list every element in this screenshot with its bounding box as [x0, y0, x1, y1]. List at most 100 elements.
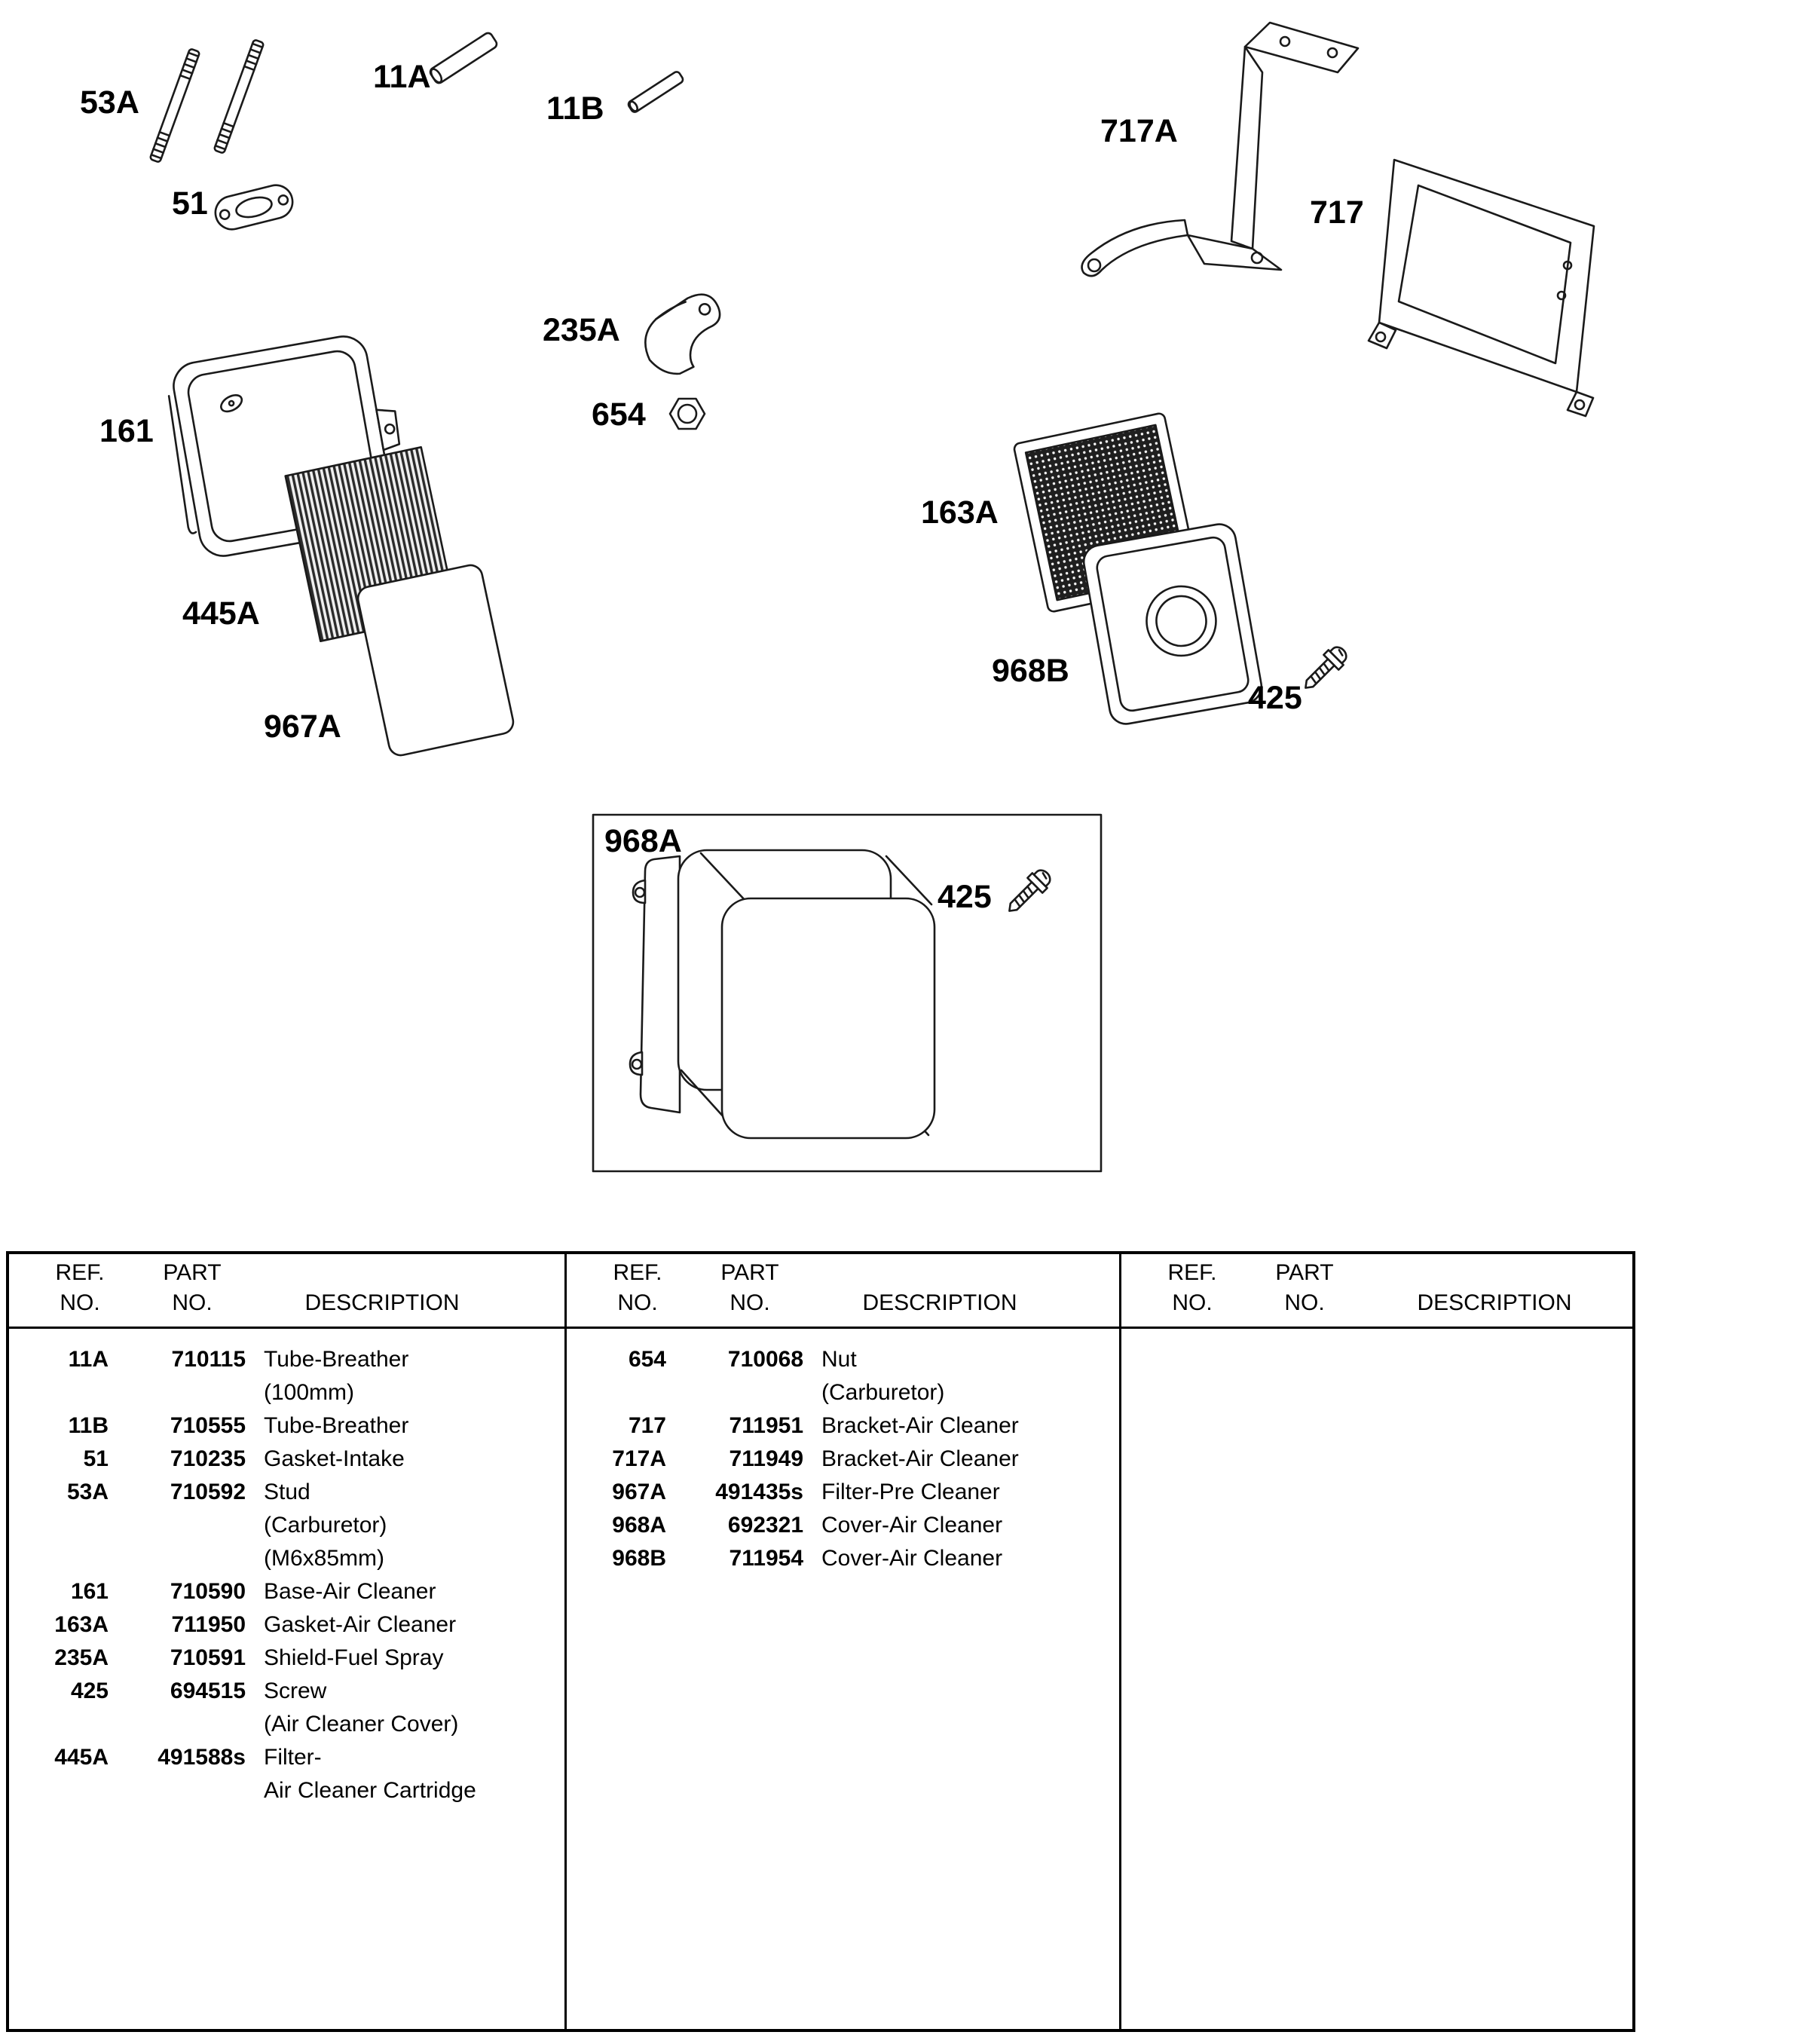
part-screw-425-a: [1297, 641, 1352, 696]
ref-no-cell: 425: [70, 1678, 109, 1703]
part-bracket-717A: [1081, 21, 1360, 277]
description-cell: Cover-Air Cleaner: [821, 1546, 1003, 1571]
ref-no-cell: 445A: [54, 1745, 109, 1770]
ref-no-cell: 163A: [54, 1612, 109, 1637]
col-header-ref: REF.: [1167, 1260, 1217, 1285]
inset-box-968A: [592, 813, 1103, 1173]
col-header-description: DESCRIPTION: [304, 1290, 460, 1315]
ref-no-cell: 51: [83, 1446, 109, 1471]
ref-no-cell: 11A: [68, 1347, 109, 1372]
description-cell: Gasket-Intake: [264, 1446, 405, 1471]
ref-no-cell: 717A: [612, 1446, 666, 1471]
description-cell: (M6x85mm): [264, 1546, 385, 1571]
part-label-425-b: 425: [938, 879, 992, 915]
parts-diagram: 53A 11A 11B 51 717A 717 235A 654 161 163…: [80, 21, 1595, 1173]
part-label-53A: 53A: [80, 84, 139, 121]
part-label-717A: 717A: [1100, 113, 1178, 149]
part-no-cell: 710068: [727, 1347, 803, 1372]
table-row: (Carburetor): [9, 1509, 564, 1542]
description-cell: Gasket-Air Cleaner: [264, 1612, 457, 1637]
description-cell: Stud: [264, 1480, 310, 1504]
part-no-cell: 710235: [170, 1446, 246, 1471]
part-no-cell: 491435s: [715, 1480, 803, 1504]
ref-no-cell: 654: [628, 1347, 666, 1372]
description-cell: Shield-Fuel Spray: [264, 1645, 444, 1670]
part-label-11B: 11B: [546, 90, 604, 127]
col-header-ref-no: NO.: [60, 1290, 100, 1315]
table-row: 163A 711950 Gasket-Air Cleaner: [9, 1608, 564, 1642]
part-cover-968B: [1082, 523, 1263, 725]
col-header-part-no: NO.: [172, 1290, 213, 1315]
part-no-cell: 491588s: [158, 1745, 246, 1770]
description-cell: Air Cleaner Cartridge: [264, 1778, 476, 1803]
part-label-11A: 11A: [373, 59, 431, 95]
table-row: 53A 710592 Stud: [9, 1476, 564, 1509]
part-label-51: 51: [172, 185, 208, 222]
part-label-968A: 968A: [604, 823, 682, 859]
description-cell: Nut: [821, 1347, 857, 1372]
col-header-part-no: NO.: [730, 1290, 770, 1315]
ref-no-cell: 161: [70, 1579, 109, 1604]
table-row: 968A 692321 Cover-Air Cleaner: [567, 1509, 1119, 1542]
part-tube-11B: [627, 71, 684, 113]
description-cell: Cover-Air Cleaner: [821, 1513, 1003, 1538]
part-label-163A: 163A: [921, 494, 999, 531]
part-no-cell: 710555: [170, 1413, 246, 1438]
description-cell: (100mm): [264, 1380, 355, 1405]
part-no-cell: 711950: [171, 1612, 246, 1637]
table-row: 11B 710555 Tube-Breather: [9, 1409, 564, 1443]
col-header-description: DESCRIPTION: [1417, 1290, 1572, 1315]
col-header-part: PART: [1275, 1260, 1334, 1285]
ref-no-cell: 53A: [66, 1480, 109, 1504]
col-header-description: DESCRIPTION: [862, 1290, 1017, 1315]
part-no-cell: 711951: [729, 1413, 803, 1438]
table-row: 654 710068 Nut: [567, 1343, 1119, 1376]
part-tube-11A: [429, 32, 498, 84]
part-screw-425-b: [1001, 864, 1056, 920]
table-row: 161 710590 Base-Air Cleaner: [9, 1575, 564, 1608]
part-label-235A: 235A: [543, 312, 620, 348]
part-no-cell: 711949: [729, 1446, 803, 1471]
part-cover-968A: [629, 849, 936, 1140]
table-header-rule: [9, 1327, 1632, 1329]
col-header-ref-no: NO.: [617, 1290, 658, 1315]
table-row: (Air Cleaner Cover): [9, 1708, 564, 1741]
part-no-cell: 692321: [727, 1513, 803, 1538]
description-cell: Base-Air Cleaner: [264, 1579, 436, 1604]
description-cell: (Air Cleaner Cover): [264, 1712, 459, 1737]
part-label-445A: 445A: [182, 595, 260, 632]
description-cell: (Carburetor): [821, 1380, 945, 1405]
table-row: 51 710235 Gasket-Intake: [9, 1443, 564, 1476]
part-nut-654: [668, 397, 706, 430]
description-cell: Screw: [264, 1678, 327, 1703]
part-label-968B: 968B: [992, 653, 1069, 689]
col-header-ref: REF.: [55, 1260, 105, 1285]
description-cell: Filter-: [264, 1745, 322, 1770]
table-row: (M6x85mm): [9, 1542, 564, 1575]
part-label-654: 654: [592, 396, 646, 433]
description-cell: (Carburetor): [264, 1513, 387, 1538]
col-header-part: PART: [720, 1260, 779, 1285]
part-label-967A: 967A: [264, 708, 341, 745]
part-no-cell: 710592: [170, 1480, 246, 1504]
part-precleaner-967A: [356, 564, 515, 757]
ref-no-cell: 968A: [612, 1513, 666, 1538]
description-cell: Tube-Breather: [264, 1413, 409, 1438]
description-cell: Tube-Breather: [264, 1347, 409, 1372]
col-header-part-no: NO.: [1284, 1290, 1325, 1315]
part-stud-53A: [149, 39, 265, 163]
ref-no-cell: 11B: [68, 1413, 109, 1438]
ref-no-cell: 235A: [54, 1645, 109, 1670]
table-row: Air Cleaner Cartridge: [9, 1774, 564, 1807]
description-cell: Filter-Pre Cleaner: [821, 1480, 1000, 1504]
part-no-cell: 710590: [170, 1579, 246, 1604]
